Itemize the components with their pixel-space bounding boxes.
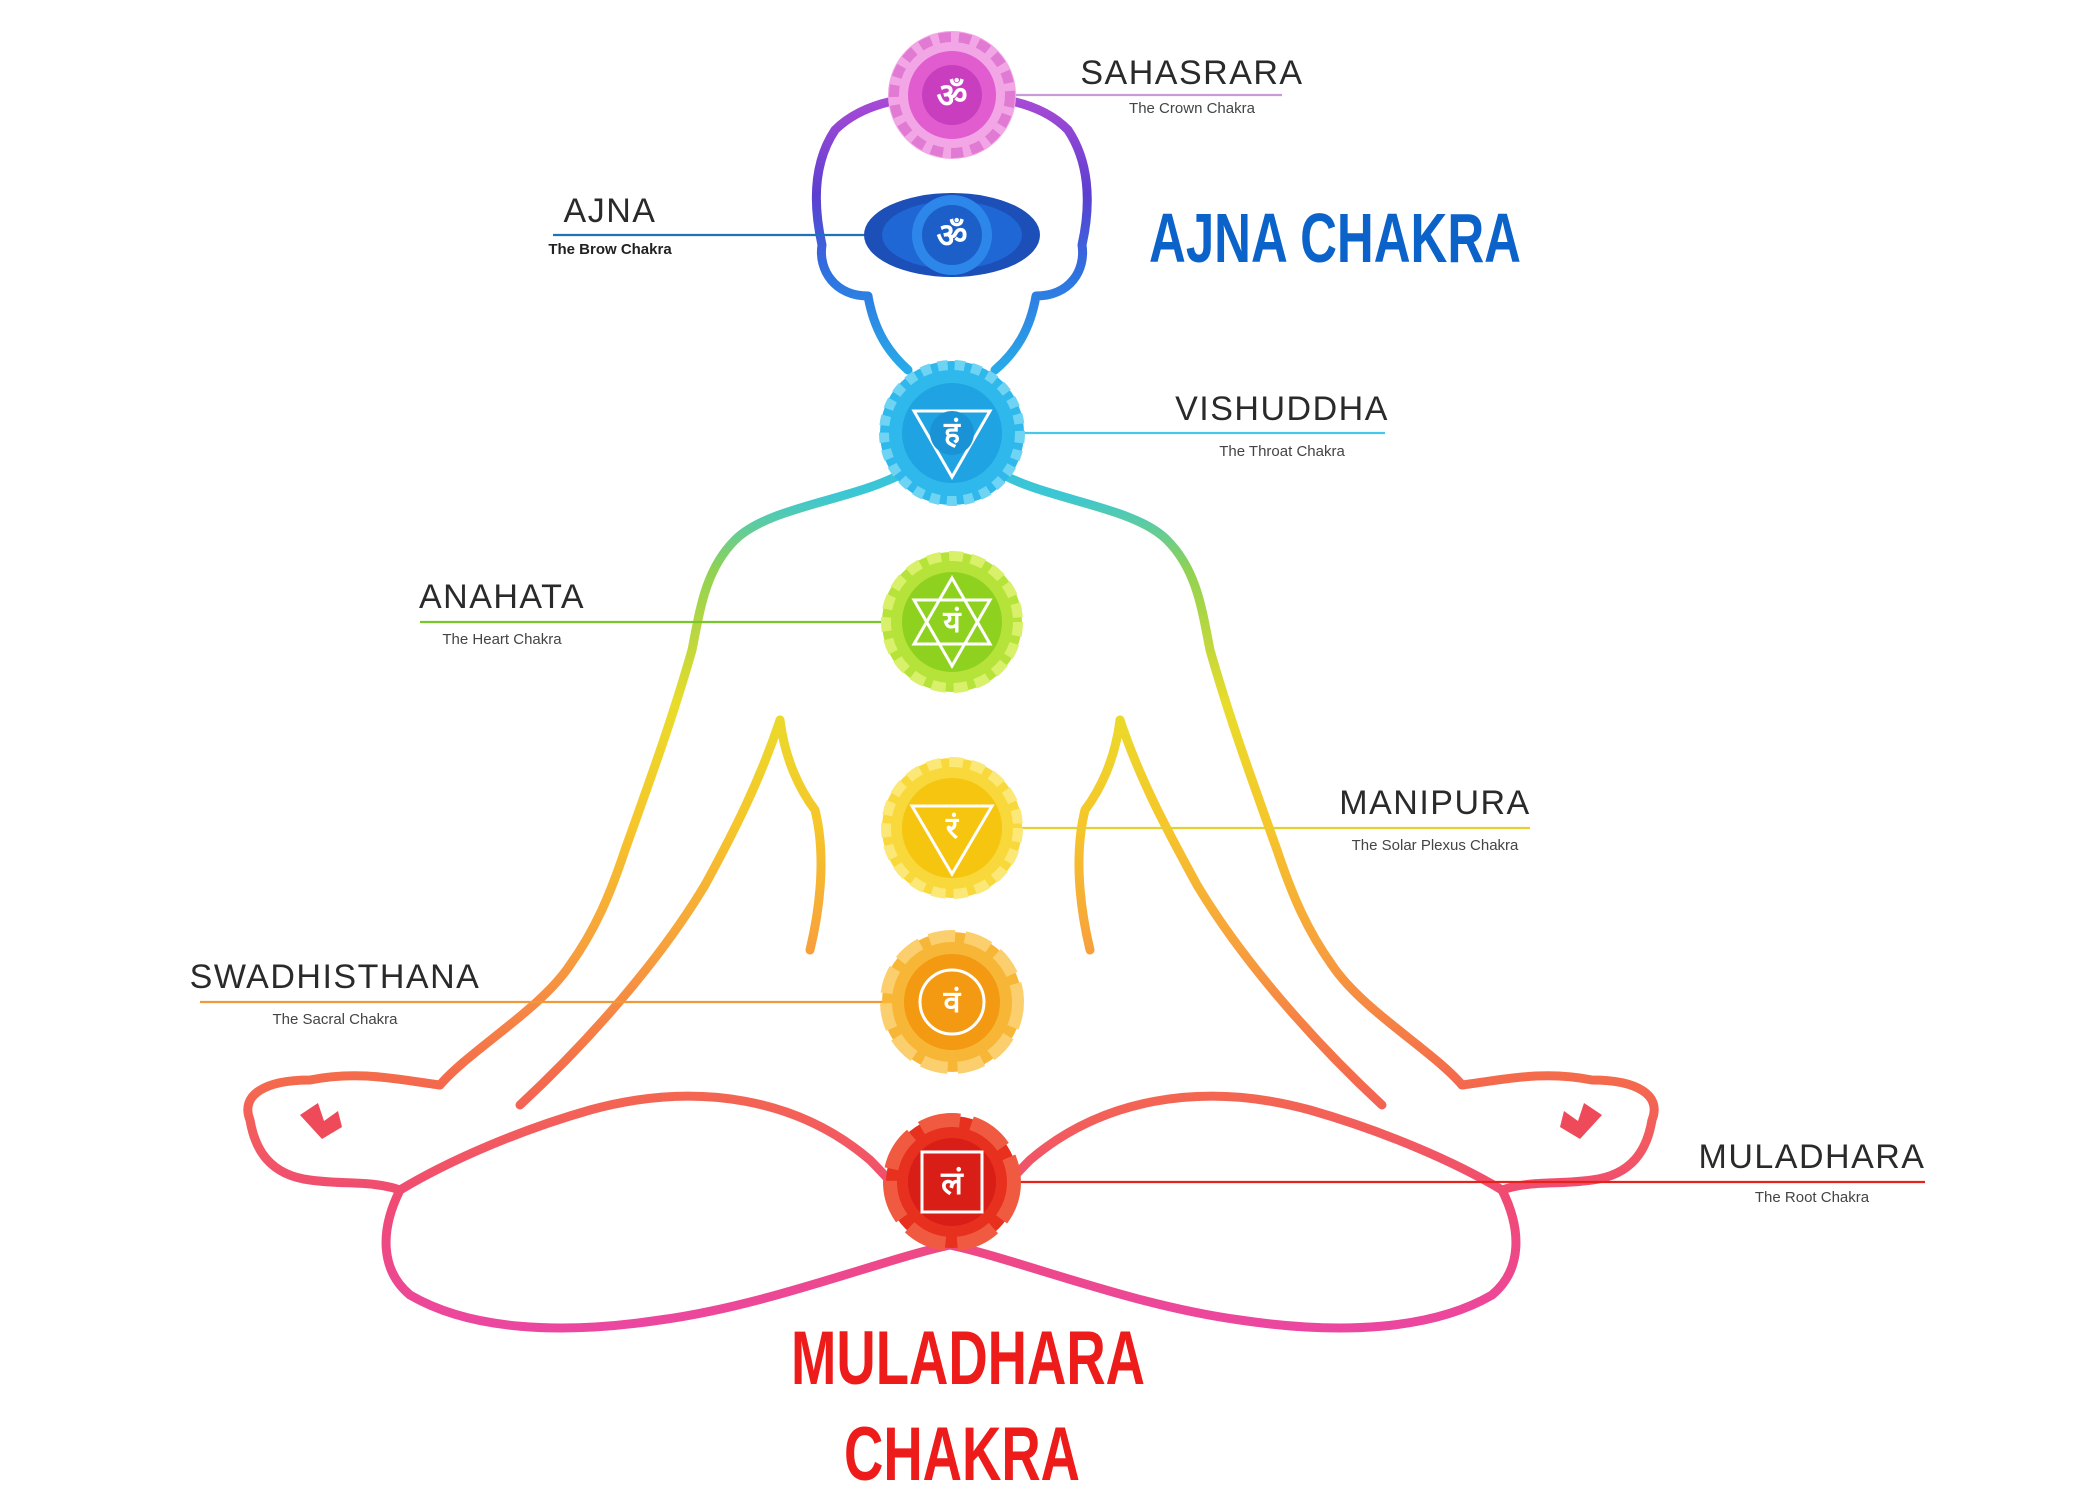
vishuddha-label: VISHUDDHA The Throat Chakra: [1175, 390, 1389, 460]
manipura-symbol[interactable]: रं: [881, 757, 1023, 899]
waist-left: [775, 715, 826, 955]
anahata-subtitle: The Heart Chakra: [442, 631, 562, 648]
mudra-right-icon: [1560, 1103, 1602, 1139]
ajna-symbol[interactable]: ॐ: [864, 193, 1040, 277]
manipura-label: MANIPURA The Solar Plexus Chakra: [1339, 784, 1530, 854]
anahata-label: ANAHATA The Heart Chakra: [419, 578, 585, 648]
ajna-subtitle: The Brow Chakra: [548, 241, 672, 258]
muladhara-symbol-text: लं: [940, 1164, 964, 1202]
anahata-name: ANAHATA: [419, 578, 585, 616]
sahasrara-symbol[interactable]: ॐ: [888, 31, 1016, 159]
torso-left: [435, 465, 913, 1090]
vishuddha-symbol-text: हं: [943, 416, 961, 451]
waist-right: [1074, 715, 1125, 955]
muladhara-label: MULADHARA The Root Chakra: [1699, 1138, 1926, 1206]
muladhara-name: MULADHARA: [1699, 1138, 1926, 1176]
ajna-symbol-text: ॐ: [936, 216, 967, 256]
muladhara-subtitle: The Root Chakra: [1755, 1189, 1870, 1206]
sahasrara-label: SAHASRARA The Crown Chakra: [1080, 54, 1303, 117]
hand-left: [243, 1071, 445, 1195]
swadhisthana-symbol[interactable]: वं: [880, 930, 1024, 1074]
leader-lines: [200, 93, 1925, 1184]
manipura-name: MANIPURA: [1339, 784, 1530, 822]
neck-left: [863, 291, 913, 375]
headline-bottom-line1: MULADHARA: [791, 1316, 1145, 1401]
anahata-symbol[interactable]: यं: [881, 551, 1023, 693]
manipura-subtitle: The Solar Plexus Chakra: [1352, 837, 1519, 854]
sahasrara-subtitle: The Crown Chakra: [1129, 100, 1256, 117]
ajna-name: AJNA: [564, 192, 657, 230]
headline-bottom-line2: CHAKRA: [844, 1412, 1080, 1497]
sahasrara-name: SAHASRARA: [1080, 54, 1303, 92]
swadhisthana-label: SWADHISTHANA The Sacral Chakra: [190, 958, 481, 1028]
muladhara-symbol[interactable]: लं: [883, 1113, 1021, 1251]
swadhisthana-subtitle: The Sacral Chakra: [272, 1011, 398, 1028]
body-outline: [243, 91, 1659, 1333]
anahata-symbol-text: यं: [942, 605, 962, 640]
hand-right: [1457, 1071, 1659, 1195]
torso-right: [990, 465, 1467, 1090]
inner-arm-right: [1115, 715, 1387, 1110]
mudra-left-icon: [300, 1103, 342, 1139]
swadhisthana-symbol-text: वं: [943, 985, 962, 1020]
headline-top: AJNA CHAKRA: [1149, 199, 1521, 277]
inner-arm-left: [515, 715, 785, 1110]
sahasrara-symbol-text: ॐ: [936, 76, 967, 116]
vishuddha-symbol[interactable]: हं: [879, 360, 1025, 506]
ajna-label: AJNA The Brow Chakra: [548, 192, 672, 258]
vishuddha-subtitle: The Throat Chakra: [1219, 443, 1345, 460]
vishuddha-name: VISHUDDHA: [1175, 390, 1389, 428]
manipura-symbol-text: रं: [945, 811, 960, 846]
swadhisthana-name: SWADHISTHANA: [190, 958, 481, 996]
